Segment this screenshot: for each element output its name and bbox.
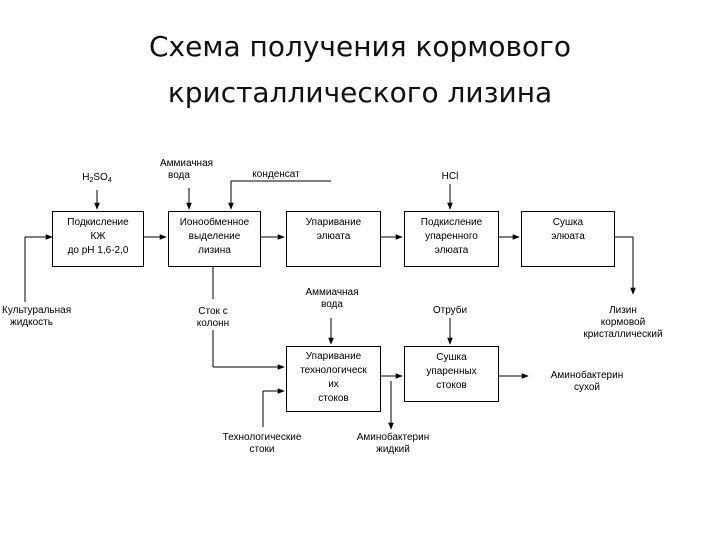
box-ion-line-2: выделение (188, 231, 241, 242)
label-lysine-line-3: кристаллический (583, 329, 663, 340)
label-lysine-product: Лизин кормовой кристаллический (568, 305, 678, 341)
box-evap-tech-line-4: стоков (318, 393, 349, 404)
box-dry-evap-line-3: стоков (436, 380, 467, 391)
label-lysine-line-2: кормовой (600, 317, 646, 328)
box-acidify-evaporated: Подкисление упаренного элюата (404, 211, 499, 267)
box-dry-eluate-line-1: Сушка (552, 217, 584, 228)
box-evaporate-tech-drains: Упаривание технологическ их стоков (286, 346, 381, 412)
label-ammonia-mid-line-1: Аммиачная (305, 287, 359, 298)
box-dry-evap-line-2: упаренных (426, 366, 477, 377)
box-acidify-culture: Подкисление КЖ до pH 1,6-2,0 (52, 211, 144, 267)
label-tech-drains-line-1: Технологические (222, 432, 302, 443)
box-evaporate-eluate: Упаривание элюата (286, 211, 381, 267)
label-tech-drains-line-2: стоки (249, 444, 275, 455)
box-evap-tech-line-3: их (328, 379, 339, 390)
label-culture-line-2: жидкость (10, 317, 53, 328)
label-culture-line-1: Культуральная (2, 305, 72, 316)
label-ammonia-mid-line-2: вода (321, 299, 343, 310)
box-evap-eluate-line-1: Упаривание (305, 217, 362, 228)
box-acidify-line-3: до pH 1,6-2,0 (67, 245, 129, 256)
label-ammonia-water-top: Аммиачная вода (160, 158, 235, 182)
box-acidify-line-2: КЖ (90, 231, 106, 242)
page-title-line-1: Схема получения кормового (149, 30, 571, 63)
label-column-drain: Сток с колонн (183, 306, 243, 330)
box-ion-line-3: лизина (198, 245, 231, 256)
box-ion-line-1: Ионообменное (179, 217, 250, 228)
box-dry-eluate-line-2: элюата (551, 231, 585, 242)
label-ammonia-water-mid: Аммиачная вода (292, 287, 372, 311)
box-evap-tech-line-1: Упаривание (305, 351, 362, 362)
box-acidify-evap-line-1: Подкисление (420, 217, 483, 228)
label-aminobacterin-dry: Аминобактерин сухой (537, 370, 637, 394)
page-title-line-2: кристаллического лизина (167, 76, 553, 109)
label-amino-dry-line-1: Аминобактерин (550, 370, 624, 381)
label-aminobacterin-liquid: Аминобактерин жидкий (343, 432, 443, 456)
label-amino-liquid-line-2: жидкий (376, 444, 410, 455)
label-amino-dry-line-2: сухой (573, 382, 601, 393)
box-ion-exchange: Ионообменное выделение лизина (168, 211, 261, 267)
box-evap-tech-line-2: технологическ (300, 365, 367, 376)
label-column-drain-line-2: колонн (196, 318, 230, 329)
label-h2so4-sub-2: 2 (89, 177, 94, 184)
label-amino-liquid-line-1: Аминобактерин (356, 432, 430, 443)
label-h2so4: H2SO4 (72, 172, 122, 184)
label-bran: Отруби (432, 305, 468, 316)
label-condensate: конденсат (252, 169, 300, 180)
box-evap-eluate-line-2: элюата (316, 231, 351, 242)
label-h2so4-sub-4: 4 (107, 177, 112, 184)
box-dry-eluate: Сушка элюата (521, 211, 615, 267)
label-tech-drains: Технологические стоки (206, 432, 318, 456)
label-lysine-line-1: Лизин (609, 305, 637, 316)
box-dry-evap-line-1: Сушка (436, 352, 467, 363)
box-acidify-evap-line-3: элюата (434, 245, 469, 256)
label-column-drain-line-1: Сток с (198, 306, 228, 317)
box-acidify-line-1: Подкисление (67, 217, 129, 228)
box-dry-evaporated-drains: Сушка упаренных стоков (404, 346, 499, 402)
label-h2so4-h: H (82, 172, 90, 183)
label-h2so4-so: SO (93, 172, 108, 183)
box-acidify-evap-line-2: упаренного (425, 231, 478, 242)
label-culture-liquid: Культуральная жидкость (2, 305, 92, 329)
label-ammonia-top-line-2: вода (168, 170, 190, 181)
label-ammonia-top-line-1: Аммиачная (160, 158, 214, 169)
label-hcl: HCl (441, 171, 459, 182)
